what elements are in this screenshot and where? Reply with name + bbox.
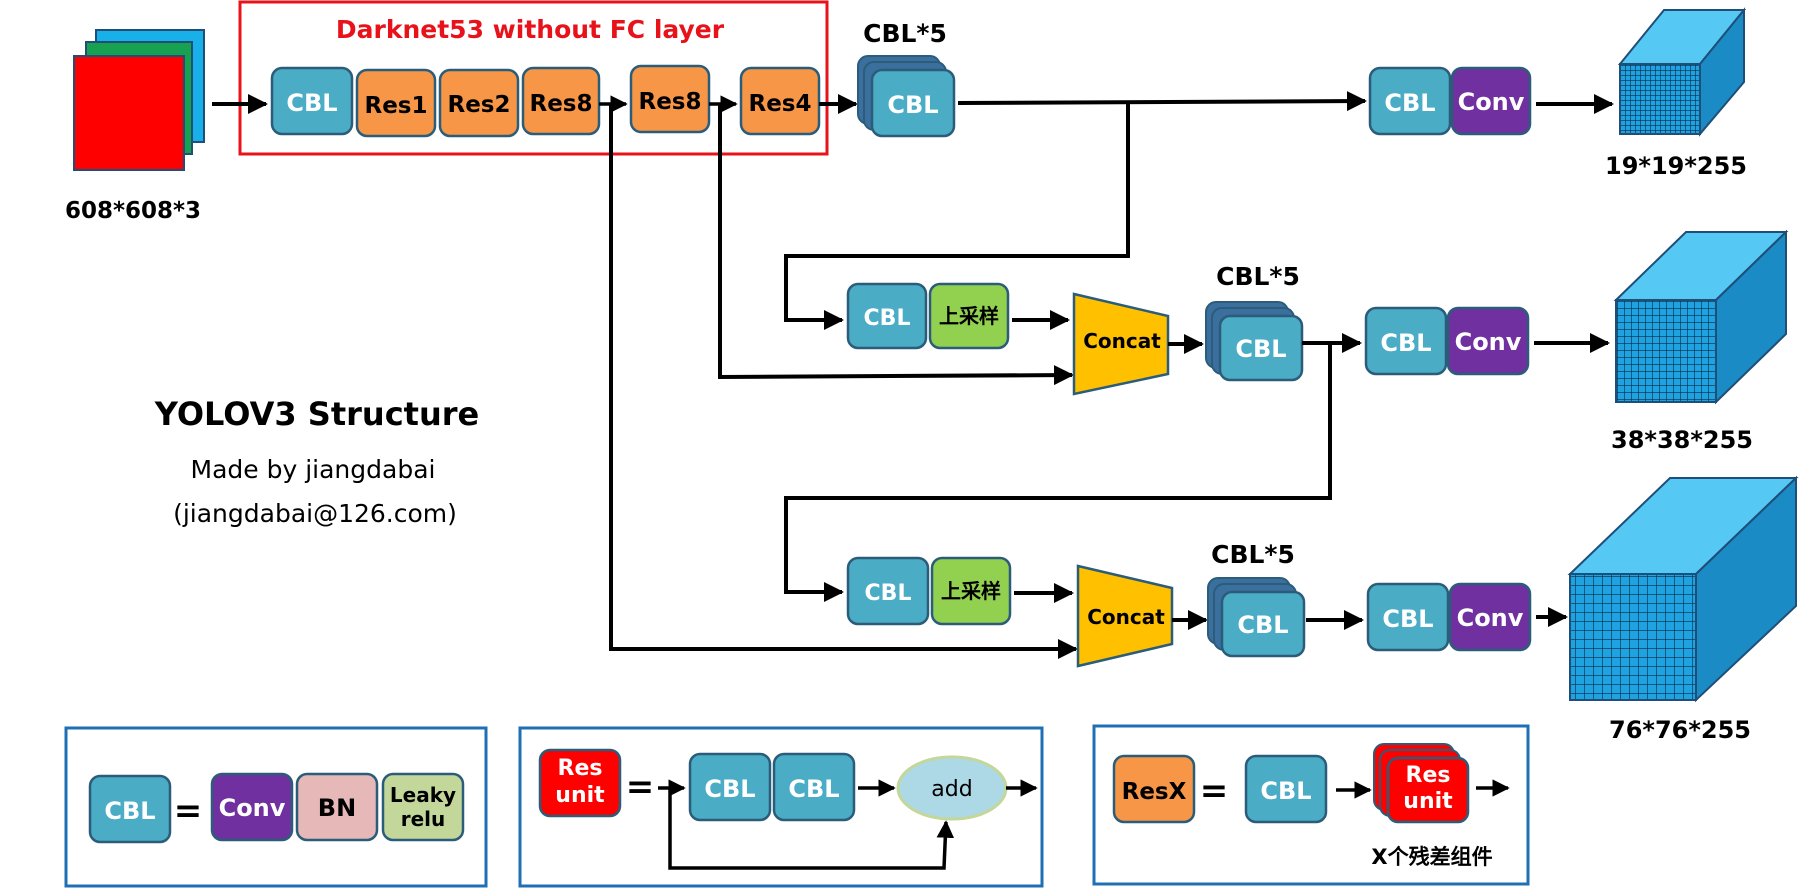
svg-text:add: add xyxy=(931,777,972,802)
arrow-to-head1 xyxy=(957,91,1367,112)
svg-text:Conv: Conv xyxy=(1458,88,1525,116)
svg-text:Res: Res xyxy=(558,756,603,781)
backbone-block-res2: Res2 xyxy=(438,68,520,138)
svg-text:上采样: 上采样 xyxy=(941,579,1001,603)
cbl5-stack-3: CBL xyxy=(1207,577,1306,658)
branch3-concat: Concat xyxy=(1076,564,1174,668)
backbone-block-res8-first: Res8 xyxy=(521,66,601,136)
svg-text:Conv: Conv xyxy=(219,794,286,822)
legend-resunit-skip xyxy=(668,788,955,870)
backbone-block-res4: Res4 xyxy=(739,66,821,136)
svg-text:Conv: Conv xyxy=(1455,328,1522,356)
svg-text:unit: unit xyxy=(1403,789,1453,814)
svg-text:CBL: CBL xyxy=(704,775,755,803)
legend-cbl-frame xyxy=(64,726,488,888)
svg-text:CBL: CBL xyxy=(1382,605,1433,633)
svg-text:Concat: Concat xyxy=(1083,329,1161,353)
svg-text:ResX: ResX xyxy=(1122,779,1187,805)
backbone-block-res1: Res1 xyxy=(355,68,437,138)
svg-text:Conv: Conv xyxy=(1457,604,1524,632)
branch2-upsample: 上采样 xyxy=(928,282,1010,350)
branch3-upsample: 上采样 xyxy=(930,556,1012,626)
legend-resx-equals: = xyxy=(1200,771,1229,811)
legend-resx-lhs: ResX xyxy=(1112,754,1196,824)
head2-conv: Conv xyxy=(1446,306,1530,376)
output-cube-76 xyxy=(1567,475,1799,703)
output-size-38: 38*38*255 xyxy=(1611,426,1753,454)
backbone-frame xyxy=(238,0,829,156)
svg-text:Res8: Res8 xyxy=(529,91,592,117)
backbone-block-cbl: CBL xyxy=(270,66,354,136)
credit-email: (jiangdabai@126.com) xyxy=(173,499,457,528)
svg-text:BN: BN xyxy=(318,794,356,822)
output-size-19: 19*19*255 xyxy=(1605,152,1747,180)
svg-text:CBL: CBL xyxy=(864,306,911,331)
svg-text:CBL: CBL xyxy=(865,581,912,606)
backbone-block-res8-second: Res8 xyxy=(629,64,711,134)
input-size-label: 608*608*3 xyxy=(65,198,201,224)
svg-text:Res2: Res2 xyxy=(447,92,510,118)
head2-cbl: CBL xyxy=(1364,306,1448,376)
cbl5-label-2: CBL*5 xyxy=(1216,262,1300,291)
cbl5-label-3: CBL*5 xyxy=(1211,540,1295,569)
svg-text:unit: unit xyxy=(555,783,605,808)
input-image-stack xyxy=(73,29,205,171)
svg-text:CBL: CBL xyxy=(104,797,155,825)
legend-resunit-add-node: add xyxy=(896,755,1008,821)
svg-text:CBL: CBL xyxy=(887,91,938,119)
svg-text:Res: Res xyxy=(1406,763,1451,788)
svg-text:CBL: CBL xyxy=(1237,611,1288,639)
legend-resx-unit-stack: Res unit xyxy=(1373,743,1470,824)
route-to-branch2 xyxy=(784,102,1130,330)
svg-text:Leaky: Leaky xyxy=(390,783,456,807)
head3-cbl: CBL xyxy=(1366,582,1450,652)
svg-text:Res4: Res4 xyxy=(748,91,811,117)
head3-conv: Conv xyxy=(1448,582,1532,652)
svg-text:CBL: CBL xyxy=(1260,777,1311,805)
cbl5-stack-2: CBL xyxy=(1205,301,1304,382)
credit-author: Made by jiangdabai xyxy=(191,455,436,484)
legend-resx-frame xyxy=(1092,724,1530,886)
head1-cbl: CBL xyxy=(1368,66,1452,136)
legend-resx-caption: X个残差组件 xyxy=(1371,845,1492,869)
svg-text:CBL: CBL xyxy=(286,89,337,117)
branch3-cbl: CBL xyxy=(846,556,930,626)
legend-resx-cbl: CBL xyxy=(1244,754,1328,824)
legend-resunit-cbl-1: CBL xyxy=(688,752,772,822)
legend-cbl-equals: = xyxy=(174,791,203,831)
svg-text:relu: relu xyxy=(401,807,446,831)
svg-text:CBL: CBL xyxy=(788,775,839,803)
legend-cbl-bn: BN xyxy=(295,772,379,842)
legend-resunit-frame xyxy=(518,726,1044,888)
output-cube-19 xyxy=(1617,7,1747,137)
svg-text:CBL: CBL xyxy=(1380,329,1431,357)
backbone-title: Darknet53 without FC layer xyxy=(336,15,725,44)
head1-conv: Conv xyxy=(1450,66,1532,136)
svg-text:Concat: Concat xyxy=(1087,605,1165,629)
legend-cbl-conv: Conv xyxy=(210,772,294,842)
svg-text:Res8: Res8 xyxy=(638,89,701,115)
credit-title: YOLOV3 Structure xyxy=(154,395,479,433)
svg-text:Res1: Res1 xyxy=(364,93,427,119)
output-cube-38 xyxy=(1613,229,1789,405)
cbl5-stack-1: CBL xyxy=(857,55,956,138)
skip-res8-to-concat3 xyxy=(609,104,1078,659)
route-to-branch3 xyxy=(784,343,1332,602)
branch2-concat: Concat xyxy=(1072,292,1170,396)
cbl5-label-1: CBL*5 xyxy=(863,19,947,48)
legend-resunit-lhs: Res unit xyxy=(538,748,622,818)
skip-res8-to-concat2 xyxy=(718,104,1074,386)
output-size-76: 76*76*255 xyxy=(1609,716,1751,744)
legend-cbl-lhs: CBL xyxy=(88,774,172,844)
svg-text:CBL: CBL xyxy=(1235,335,1286,363)
legend-cbl-leaky: Leaky relu xyxy=(381,772,465,842)
legend-resunit-cbl-2: CBL xyxy=(772,752,856,822)
legend-resunit-equals: = xyxy=(626,767,655,807)
branch2-cbl: CBL xyxy=(846,282,928,350)
svg-text:上采样: 上采样 xyxy=(939,304,999,328)
svg-text:CBL: CBL xyxy=(1384,89,1435,117)
